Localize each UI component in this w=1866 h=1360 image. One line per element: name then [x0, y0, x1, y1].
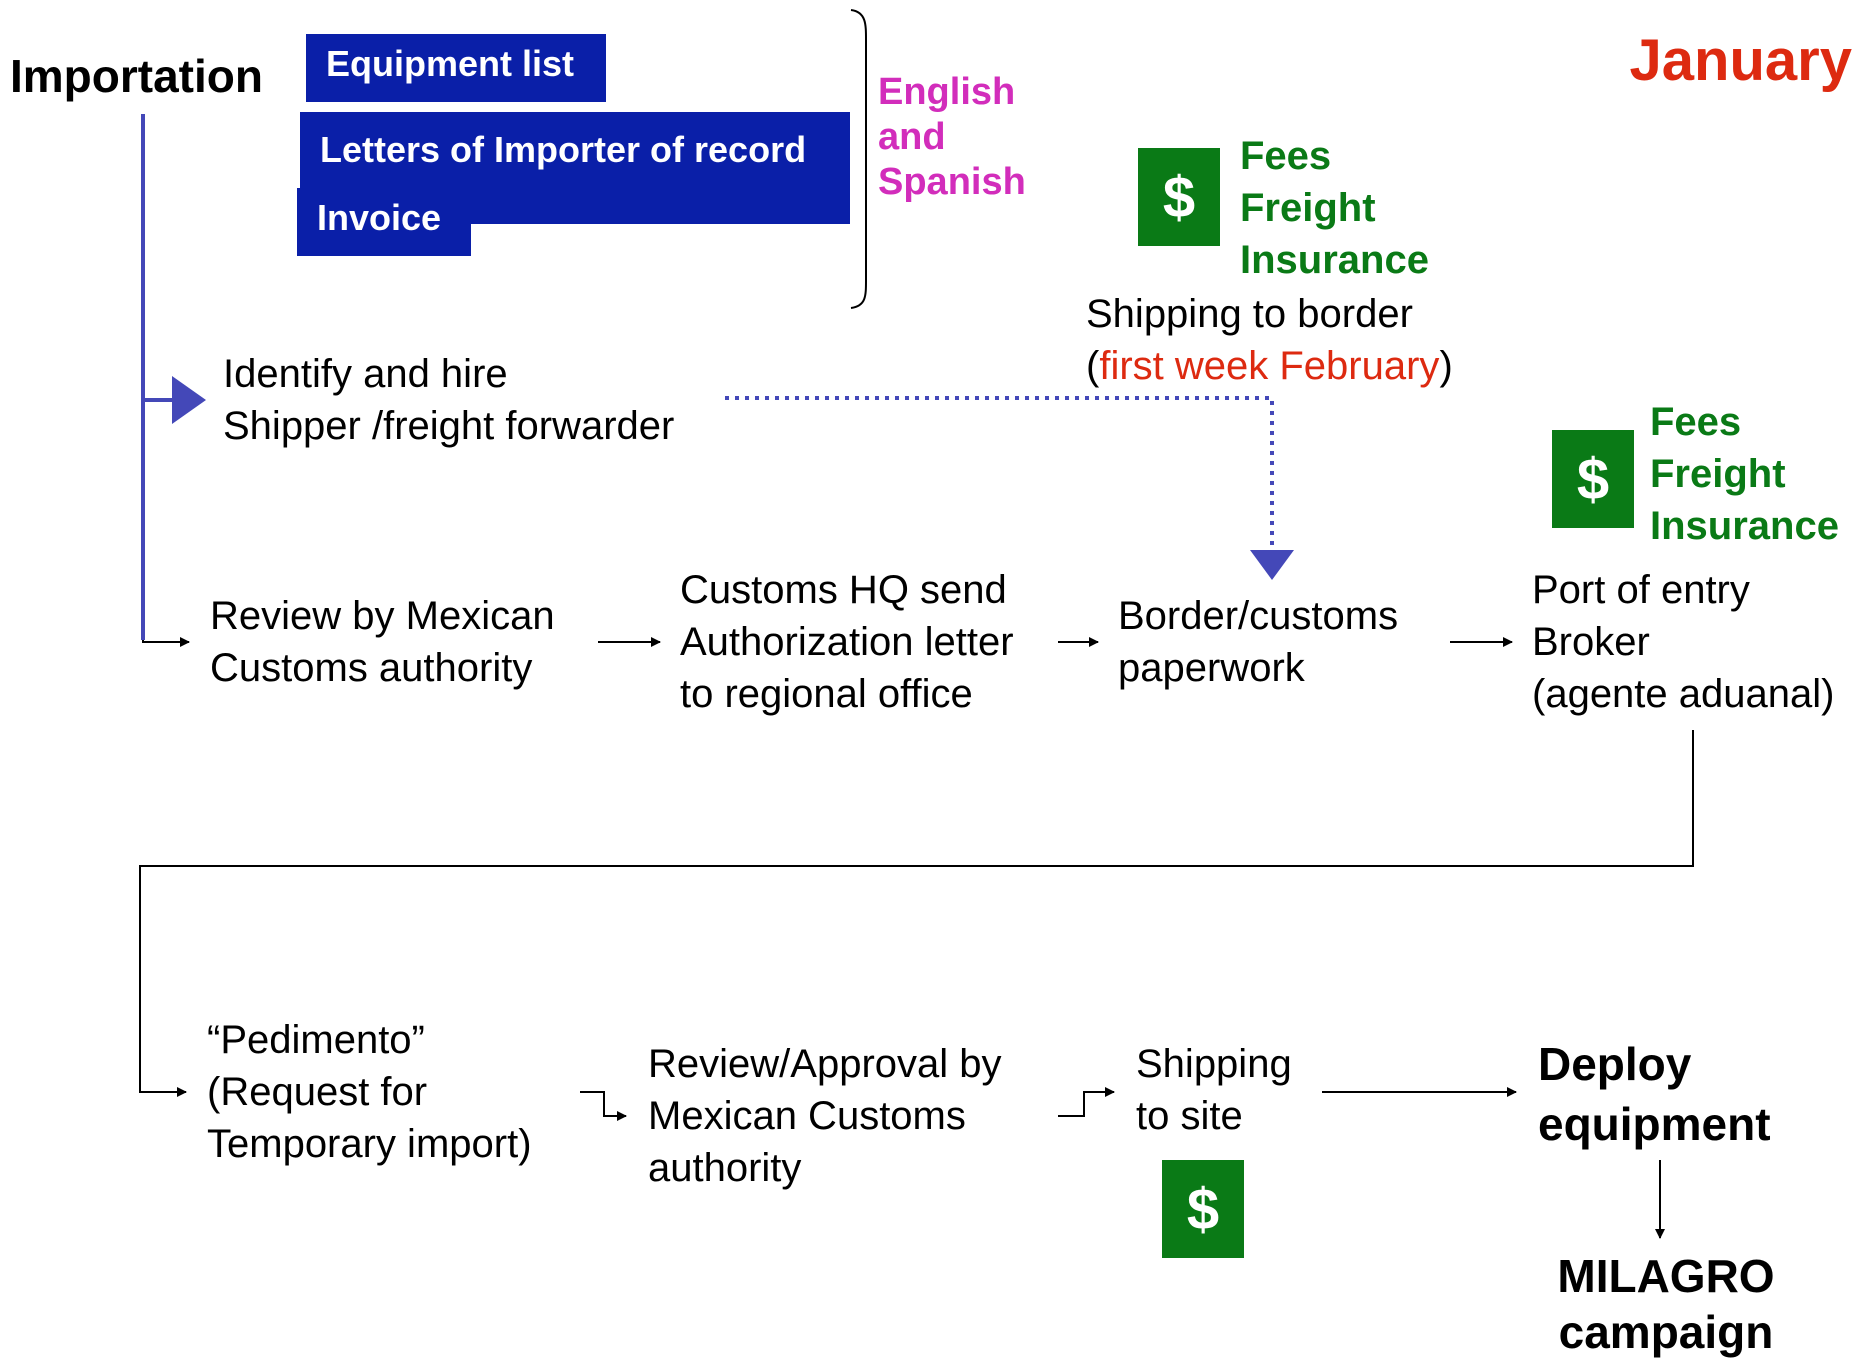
step-line: Shipping — [1136, 1042, 1292, 1086]
arrow-review-to-shipping — [1058, 1087, 1115, 1117]
review-approval-step: Review/Approval by Mexican Customs autho… — [648, 1038, 1002, 1194]
cost-list-border: Fees Freight Insurance — [1240, 130, 1429, 286]
invoice-box: Invoice — [297, 188, 471, 256]
step-line: Mexican Customs — [648, 1094, 966, 1138]
step-line: Border/customs — [1118, 594, 1399, 638]
arrow-pedimento-to-review — [580, 1091, 627, 1121]
cost-item: Insurance — [1650, 504, 1839, 548]
dollar-icon: $ — [1552, 430, 1634, 528]
cost-item: Fees — [1240, 134, 1332, 178]
identify-arrowhead — [172, 376, 206, 424]
forwarder-dotted-line — [725, 396, 1274, 548]
step-line: Shipper /freight forwarder — [223, 404, 675, 448]
language-note-line: and — [878, 116, 946, 158]
step-line: authority — [648, 1146, 802, 1190]
shipping-to-border-line: Shipping to border — [1086, 292, 1413, 336]
step-line: Customs HQ send — [680, 568, 1007, 612]
border-paperwork-step: Border/customs paperwork — [1118, 590, 1398, 694]
month-label: January — [1629, 28, 1852, 93]
identify-shipper-step: Identify and hire Shipper /freight forwa… — [223, 348, 674, 452]
shipping-to-border-text: Shipping to border (first week February) — [1086, 288, 1453, 392]
cost-item: Freight — [1240, 186, 1376, 230]
step-line: Identify and hire — [223, 352, 508, 396]
step-line: to regional office — [680, 672, 973, 716]
language-note-line: Spanish — [878, 161, 1026, 203]
review-mexican-step: Review by Mexican Customs authority — [210, 590, 555, 694]
step-line: Review by Mexican — [210, 594, 555, 638]
shipping-date-highlight: first week February — [1099, 344, 1440, 388]
step-line: Deploy — [1538, 1038, 1692, 1090]
step-line: Review/Approval by — [648, 1042, 1002, 1086]
step-line: (agente aduanal) — [1532, 672, 1835, 716]
step-line: (Request for — [207, 1070, 428, 1114]
cost-item: Freight — [1650, 452, 1786, 496]
customs-hq-step: Customs HQ send Authorization letter to … — [680, 564, 1014, 720]
shipping-date-line: (first week February) — [1086, 340, 1453, 392]
step-line: Customs authority — [210, 646, 533, 690]
step-line: Authorization letter — [680, 620, 1014, 664]
language-note-line: English — [878, 71, 1016, 113]
step-line: MILAGRO — [1557, 1250, 1775, 1302]
documents-brace — [850, 9, 867, 309]
cost-list-port: Fees Freight Insurance — [1650, 396, 1839, 552]
pedimento-step: “Pedimento” (Request for Temporary impor… — [207, 1014, 532, 1170]
close-paren: ) — [1439, 344, 1453, 388]
shipping-site-step: Shipping to site — [1136, 1038, 1292, 1142]
open-paren: ( — [1086, 344, 1100, 388]
review-branch-line — [142, 637, 190, 647]
port-entry-step: Port of entry Broker (agente aduanal) — [1532, 564, 1834, 720]
step-line: equipment — [1538, 1098, 1771, 1150]
equipment-list-box: Equipment list — [306, 34, 606, 102]
step-line: Temporary import) — [207, 1122, 532, 1166]
milagro-campaign-step: MILAGRO campaign — [1548, 1248, 1784, 1360]
dollar-icon: $ — [1162, 1160, 1244, 1258]
cost-item: Fees — [1650, 400, 1742, 444]
return-connector-line — [139, 730, 1694, 1097]
step-line: campaign — [1558, 1306, 1774, 1358]
step-line: paperwork — [1118, 646, 1305, 690]
step-line: “Pedimento” — [207, 1018, 425, 1062]
step-line: to site — [1136, 1094, 1243, 1138]
deploy-equipment-step: Deploy equipment — [1538, 1034, 1771, 1154]
step-line: Broker — [1532, 620, 1650, 664]
step-line: Port of entry — [1532, 568, 1750, 612]
language-note: English and Spanish — [878, 70, 1026, 205]
importation-title: Importation — [10, 50, 263, 102]
cost-item: Insurance — [1240, 238, 1429, 282]
letters-importer-box: Letters of Importer of record — [300, 112, 850, 224]
dollar-icon: $ — [1138, 148, 1220, 246]
border-dotted-arrowhead — [1250, 550, 1294, 580]
